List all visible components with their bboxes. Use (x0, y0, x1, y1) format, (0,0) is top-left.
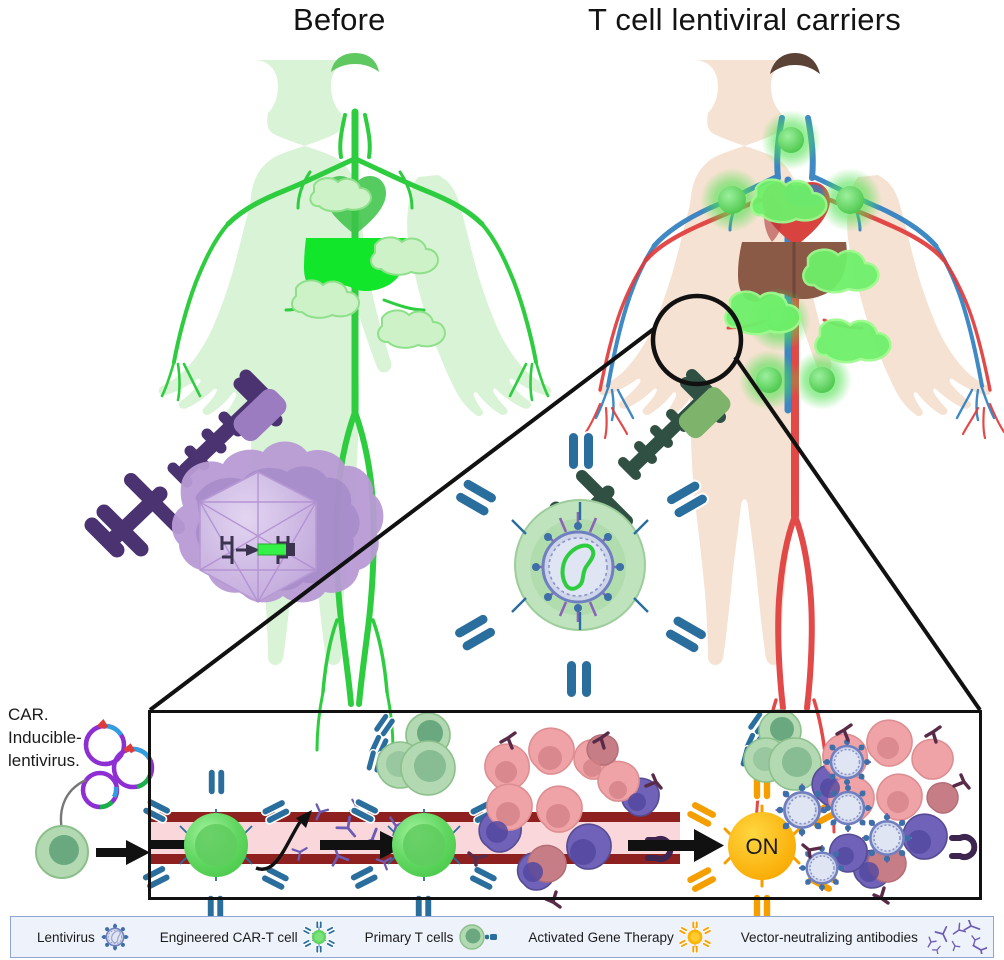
car-construct-label: CAR. Inducible- lentivirus. (8, 703, 138, 772)
glowing-lymph-nodes (700, 110, 892, 410)
car-t-cell-icon (302, 920, 335, 954)
primary-t-cell-icon (459, 924, 498, 950)
car-construct-line-2: Inducible- (8, 728, 82, 747)
lentivirus-in-tumor (776, 738, 912, 891)
antibodies-icon (927, 920, 987, 954)
legend-label-primary-t-cells: Primary T cells (364, 929, 454, 945)
primary-t-cells-cluster-left (365, 712, 455, 795)
lentivirus-icon (101, 923, 129, 951)
green-syringe-plunger (678, 387, 731, 439)
activated-sun-icon (678, 920, 711, 954)
page-title-before: Before (293, 2, 386, 37)
legend-label-lentivirus: Lentivirus (37, 929, 95, 945)
car-construct-line-1: CAR. (8, 705, 49, 724)
entry-arrow (96, 840, 150, 865)
tumor-cluster-right-transduced (776, 720, 975, 903)
inset-content: ON (141, 710, 975, 922)
page-title-right: T cell lentiviral carriers (588, 2, 901, 37)
shedding-arrow (256, 822, 300, 869)
legend-label-engineered-car-t-cell: Engineered CAR-T cell (159, 929, 298, 945)
car-receptors (453, 431, 709, 699)
left-body-figure (158, 53, 552, 752)
callout-lines (148, 326, 982, 712)
right-body-figure (584, 53, 1004, 834)
transgene-cassette (220, 536, 295, 564)
primary-t-cells-cluster-right (739, 710, 821, 790)
aav-syringe-plunger (233, 388, 287, 442)
legend-item-vector-neutralizing-antibodies: Vector-neutralizing antibodies (741, 920, 987, 954)
on-badge-text: ON (746, 834, 779, 859)
legend-item-activated-gene-therapy: Activated Gene Therapy (528, 920, 711, 954)
car-construct-line-3: lentivirus. (8, 751, 80, 770)
legend-item-primary-t-cells: Primary T cells (365, 923, 499, 951)
legend-label-vector-neutralizing-antibodies: Vector-neutralizing antibodies (740, 929, 918, 945)
legend-item-lentivirus: Lentivirus (37, 922, 130, 952)
magnifier-circle (650, 293, 744, 387)
aav-capsid (171, 441, 384, 603)
legend-label-activated-gene-therapy: Activated Gene Therapy (528, 929, 674, 945)
precursor-t-cell (35, 825, 89, 879)
cart-cell-at-tumor (349, 769, 500, 921)
tumor-cluster-left (469, 728, 670, 907)
car-t-carrier-cell-closeup (453, 431, 709, 699)
figure-legend: Lentivirus Engineered CAR-T cell (10, 916, 994, 958)
legend-item-engineered-car-t-cell: Engineered CAR-T cell (160, 920, 335, 954)
flow-arrow-3 (628, 829, 724, 862)
cart-cell-in-vessel (141, 769, 292, 921)
